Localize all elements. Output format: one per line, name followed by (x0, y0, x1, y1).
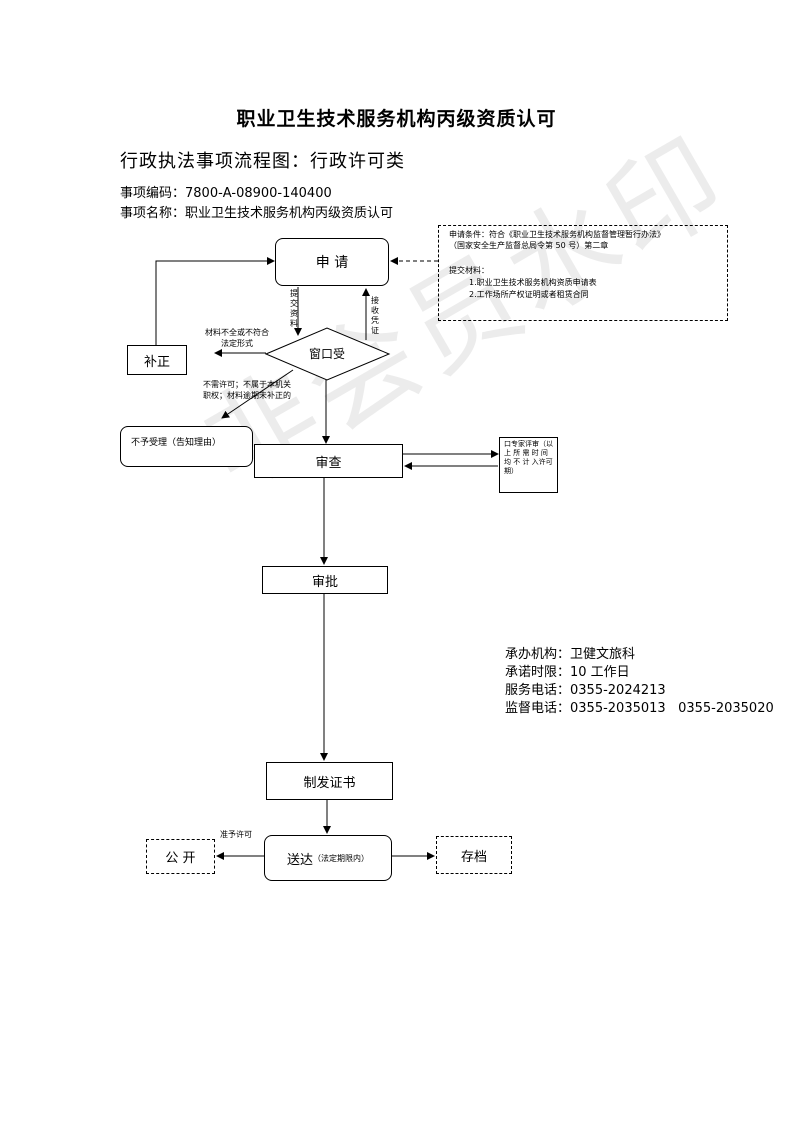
review-node: 审查 (254, 444, 403, 478)
item-name: 事项名称：职业卫生技术服务机构丙级资质认可 (120, 206, 394, 221)
expert-text: 口专家评审（以 上 所 需 时 间 均 不 计 入许可期） (504, 440, 553, 475)
window-diamond (264, 327, 391, 381)
certificate-node: 制发证书 (266, 762, 393, 800)
contact-supervision-phone: 监督电话：0355-2035013 0355-2035020 (505, 701, 774, 716)
reject-arrow (221, 369, 294, 419)
window-node: 窗口受 (308, 347, 345, 361)
contact-agency: 承办机构：卫健文旅科 (505, 647, 636, 662)
apply-node: 申 请 (275, 238, 389, 286)
conditions-line-1: 申请条件：符合《职业卫生技术服务机构监督管理暂行办法》 (449, 230, 665, 239)
archive-node: 存档 (436, 836, 512, 874)
conditions-line-3: 提交材料： (449, 266, 489, 275)
conditions-line-5: 2.工作场所产权证明或者租赁合同 (469, 290, 589, 299)
loop-arrow (155, 257, 275, 345)
conditions-line-2: （国家安全生产监督总局令第 50 号）第二章 (449, 241, 609, 250)
deliver-label: 送达 (286, 852, 313, 868)
receipt-label: 接收凭证 (371, 296, 379, 335)
reject-node: 不予受理（告知理由） (120, 426, 253, 467)
item-code: 事项编码：7800-A-08900-140400 (120, 186, 332, 201)
incomplete-label-1: 材料不全或不符合 (205, 328, 269, 337)
submit-label: 提交资料 (290, 289, 298, 328)
conditions-box: 申请条件：符合《职业卫生技术服务机构监督管理暂行办法》 （国家安全生产监督总局令… (438, 225, 728, 321)
incomplete-label-2: 法定形式 (221, 339, 253, 348)
contact-service-phone: 服务电话：0355-2024213 (505, 683, 666, 698)
permit-label: 准予许可 (220, 830, 252, 839)
contact-deadline: 承诺时限：10 工作日 (505, 665, 630, 680)
reject-label-1: 不需许可；不属于本机关 (203, 380, 291, 389)
reject-label-2: 职权；材料逾期未补正的 (203, 391, 291, 400)
flowchart-subtitle: 行政执法事项流程图：行政许可类 (120, 151, 405, 172)
page-title: 职业卫生技术服务机构丙级资质认可 (236, 108, 557, 130)
publish-node: 公 开 (146, 839, 215, 874)
expert-node: 口专家评审（以 上 所 需 时 间 均 不 计 入许可期） (499, 437, 558, 493)
deliver-note: （法定期限内） (313, 853, 369, 863)
supplement-node: 补正 (127, 345, 187, 375)
deliver-node: 送达 （法定期限内） (264, 835, 392, 881)
approve-node: 审批 (262, 566, 388, 594)
conditions-line-4: 1.职业卫生技术服务机构资质申请表 (469, 278, 597, 287)
